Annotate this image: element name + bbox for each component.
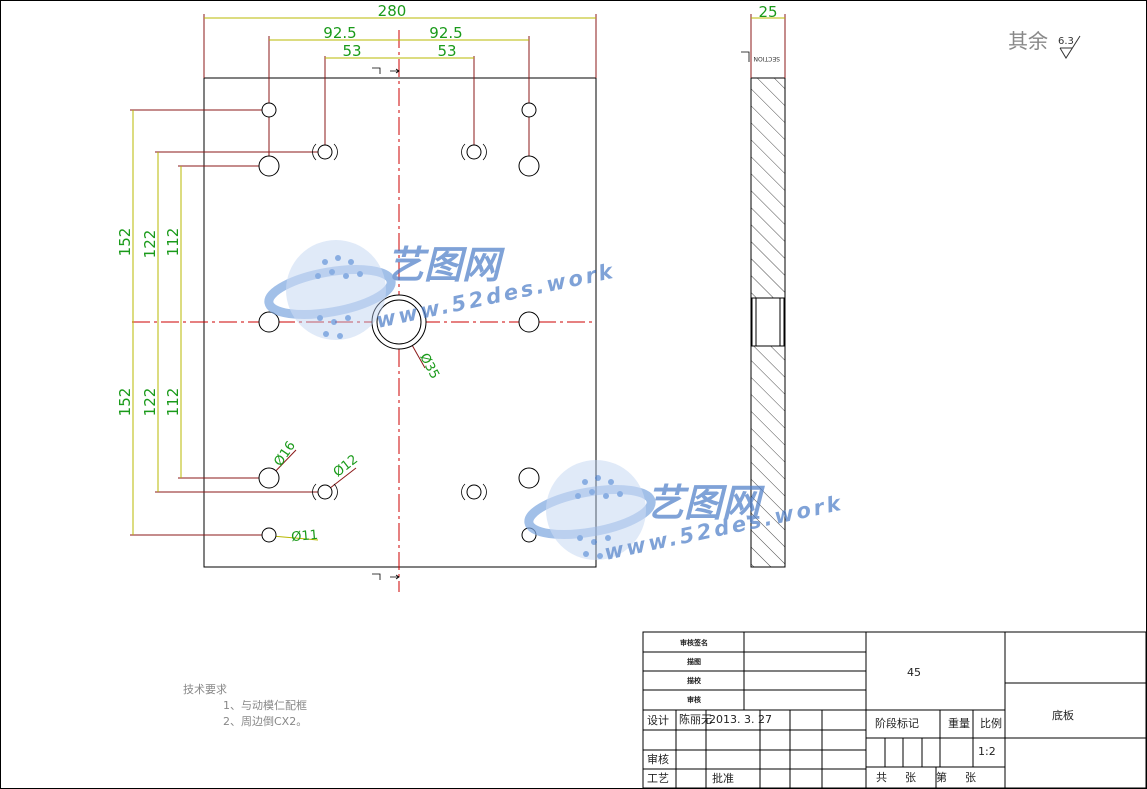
tb-designer: 陈丽无 — [679, 712, 712, 726]
tb-sheet-no-label: 第 — [936, 770, 947, 784]
hole-small-top-right — [521, 102, 537, 118]
hole-threaded-bottom-left — [317, 484, 333, 500]
tb-row-3: 描校 — [687, 676, 702, 685]
thread-arcs — [312, 143, 487, 501]
dim-vert-upper-mid: 122 — [141, 230, 159, 259]
watermark-1: 艺图网 www.52des.work — [264, 240, 618, 340]
dim-vert-lower-outer: 152 — [116, 388, 134, 417]
holes — [258, 102, 540, 543]
hole-threaded-bottom-right — [466, 484, 482, 500]
tb-part-name: 底板 — [1052, 708, 1074, 722]
tb-total-label: 共 — [876, 771, 887, 784]
hole-threaded-top-left — [317, 144, 333, 160]
center-hole-inner — [376, 299, 422, 345]
tb-material: 45 — [907, 666, 921, 679]
watermark-1-brand: 艺图网 — [386, 243, 505, 287]
tb-date: 2013. 3. 27 — [709, 713, 772, 726]
side-view: 25 SECTION — [741, 3, 786, 568]
watermark-2: 艺图网 www.52des.work — [524, 460, 846, 565]
tech-req-title: 技术要求 — [183, 683, 227, 696]
dim-overall-width: 280 — [378, 2, 407, 20]
dim-thickness: 25 — [758, 3, 777, 21]
tech-req-item-2: 2、周边倒CX2。 — [223, 715, 307, 728]
extension-lines — [130, 14, 597, 536]
hole-large-bottom-right — [518, 467, 540, 489]
tb-scale-label: 比例 — [980, 716, 1002, 730]
tb-scale-value: 1:2 — [978, 745, 996, 758]
hole-large-top-right — [518, 155, 540, 177]
hole-small-top-left — [261, 102, 277, 118]
dim-vert-upper-inner: 112 — [164, 228, 182, 257]
dim-vert-lower-inner: 112 — [164, 388, 182, 417]
hole-large-mid-left — [258, 311, 280, 333]
hole-threaded-top-right — [466, 144, 482, 160]
tb-row-2: 描图 — [687, 657, 701, 666]
dimension-lines — [132, 17, 596, 541]
plan-view: 280 92.5 92.5 53 53 152 122 112 152 122 … — [116, 2, 597, 592]
hole-small-bottom-left — [261, 527, 277, 543]
dim-vert-upper-outer: 152 — [116, 228, 134, 257]
dim-outer-spacing-right: 92.5 — [429, 24, 462, 42]
dim-outer-spacing-left: 92.5 — [323, 24, 356, 42]
roughness-label: 其余 — [1008, 29, 1048, 53]
dim-hole-11: Ø11 — [291, 528, 319, 545]
hole-large-bottom-left — [258, 467, 280, 489]
tb-stage-mark-label: 阶段标记 — [875, 716, 919, 730]
tb-design-label: 设计 — [647, 714, 669, 727]
tb-approve-label: 批准 — [712, 771, 734, 785]
roughness-symbol: 其余 6.3 — [1008, 29, 1081, 59]
hole-large-mid-right — [518, 311, 540, 333]
tb-sheets-label-2: 张 — [965, 771, 976, 784]
tb-row-4: 审核 — [687, 695, 701, 704]
section-mark-bottom — [372, 573, 400, 580]
roughness-value: 6.3 — [1058, 36, 1074, 47]
watermark-2-brand: 艺图网 — [646, 481, 765, 525]
dim-vert-lower-mid: 122 — [141, 388, 159, 417]
tb-row-1: 审核签名 — [680, 638, 708, 647]
dim-hole-16: Ø16 — [271, 439, 299, 470]
dim-inner-spacing-right: 53 — [437, 42, 456, 60]
section-label: SECTION — [754, 55, 780, 62]
section-mark-top — [372, 67, 400, 74]
dim-center-hole: Ø35 — [416, 351, 442, 382]
hole-large-top-left — [258, 155, 280, 177]
tb-sheets-label: 张 — [905, 771, 916, 784]
tech-req-item-1: 1、与动模仁配框 — [223, 699, 307, 712]
tb-review-label: 审核 — [647, 752, 669, 766]
dim-inner-spacing-left: 53 — [342, 42, 361, 60]
technical-requirements: 技术要求 1、与动模仁配框 2、周边倒CX2。 — [183, 683, 307, 728]
tb-process-label: 工艺 — [647, 772, 669, 785]
title-block: 审核签名 描图 描校 审核 设计 陈丽无 2013. 3. 27 审核 工艺 批… — [642, 631, 1147, 789]
side-center-bore — [751, 297, 785, 347]
tb-weight-label: 重量 — [948, 716, 970, 730]
